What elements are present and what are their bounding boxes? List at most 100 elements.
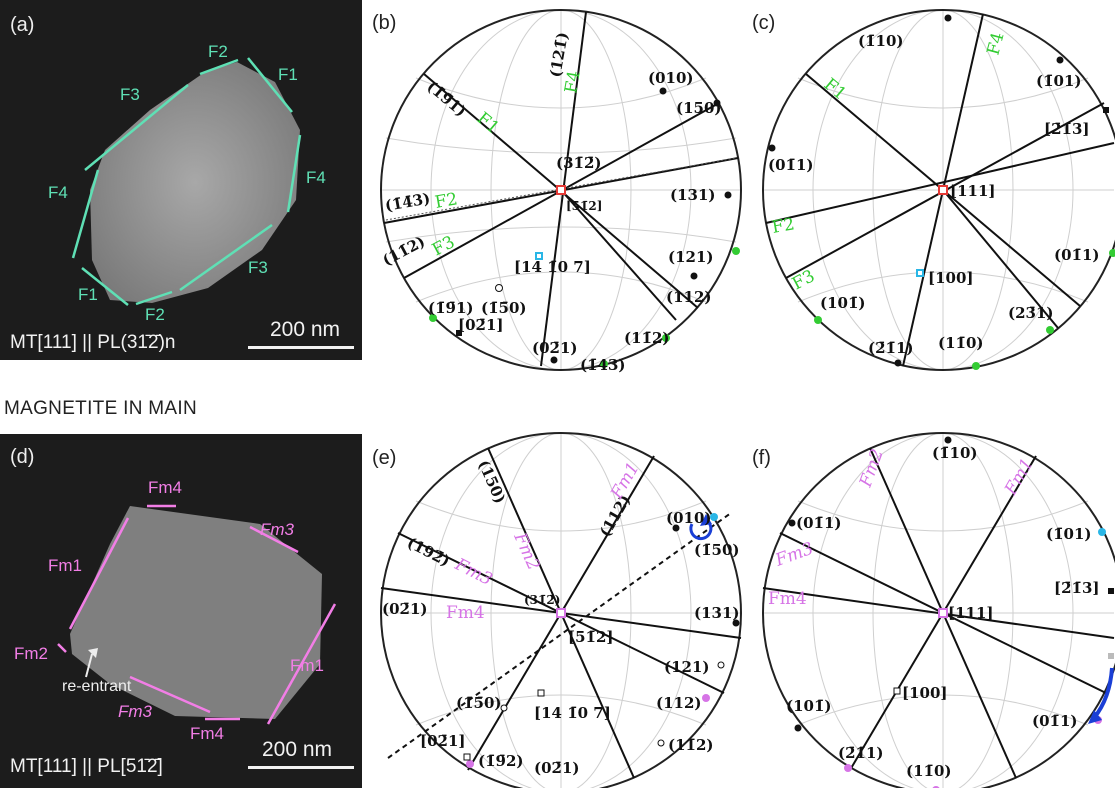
panel-c-stereogram: (1̄10) (1̄01) (01̄1) [2̄1̄3] (01̄1) [111… [762,9,1115,371]
pole-e-150: (1̄50) [694,541,740,559]
facet-c-F1: F1 [820,75,850,105]
panel-d-label: (d) [10,446,35,468]
pole-e-dir-021: [02̄1] [420,732,466,750]
panel-e-label: (e) [372,447,397,469]
facet-label-Fm4-bottom: Fm4 [190,724,224,743]
pole-b-dir-512: [51̄2] [566,199,602,213]
facet-label-Fm1-left: Fm1 [48,556,82,575]
pole-e-11-2: (11̄2) [668,736,714,754]
pole-f-110-bar: (1̄10) [932,444,978,462]
pole-b-010: (010) [648,69,694,87]
pole-f-dir-213: [2̄1̄3] [1054,579,1100,597]
pole-b-191: (1̄9̄1) [428,299,474,317]
pole-e-112: (112) [656,694,702,712]
pole-c-011-right: (01̄1) [1054,246,1100,264]
panel-b-stereogram: (150) (010) (131) (121) (112) (11̄2) (1̄… [379,9,742,374]
facet-label-Fm3-bottom: Fm3 [118,702,152,721]
facet-label-F3-bottom: F3 [248,258,268,277]
panel-a-scale-label: 200 nm [270,318,341,341]
pole-e-192: (1̄9̄2) [478,752,524,770]
facet-b-F2: F2 [433,189,459,213]
pole-c-dir-111: [111] [950,182,996,200]
pole-e-dir-14-10-7: [14 1̄0 7] [534,704,611,722]
pole-e-121: (121) [664,658,710,676]
trace-b-191: (1̄9̄1) [423,77,469,120]
panel-b-label: (b) [372,12,397,34]
pole-c-011-left: (01̄1) [768,156,814,174]
pole-b-150-bar: (1̄5̄0) [481,299,527,317]
re-entrant-annotation: re-entrant [62,678,132,695]
pole-b-150: (150) [676,99,722,117]
facet-c-F2: F2 [770,214,796,238]
pole-c-110: (11̄0) [938,334,984,352]
facet-label-F4-left: F4 [48,183,68,202]
primitive-circle-e [380,432,742,788]
facet-label-Fm3-top: Fm3 [260,520,294,539]
pole-c-101-bar: (101̄) [820,294,866,312]
facet-label-F3-top: F3 [120,85,140,104]
panel-e-stereogram: (010) (1̄50) (131) (121) (112) (11̄2) (1… [380,432,742,788]
pole-f-101: (1̄01) [1046,525,1092,543]
pole-c-231: (23̄1) [1008,304,1054,322]
facet-label-Fm1-right: Fm1 [290,656,324,675]
pole-b-dir-14-10-7: [14 1̄0 7] [514,258,591,276]
poles-b [456,87,732,364]
facet-b-F3: F3 [429,232,458,260]
facet-lines-a [71,57,302,306]
trace-e-150: (150) [474,457,509,506]
trace-e-312: (31̄2̄) [524,593,560,607]
pole-c-211: (2̄1̄1) [868,339,914,357]
primitive-circle-c [762,9,1115,371]
pole-f-101-bar: (101̄) [786,697,832,715]
pole-e-dir-512: [51̄2] [568,628,614,646]
facet-label-F4-right: F4 [306,168,326,187]
primitive-circle-b [380,9,742,371]
pole-e-021: (02̄1) [534,759,580,777]
pole-e-150-bar: (1̄5̄0) [456,694,502,712]
panel-f-stereogram: (1̄10) (01̄1) (1̄01) [2̄1̄3] [111] (101̄… [762,432,1115,788]
pole-f-211: (2̄1̄1) [838,744,884,762]
trace-b-312: (31̄2̄) [556,154,602,172]
facet-e-Fm4: Fm4 [446,603,485,623]
panel-d-caption: MT[111] || PL[51̄2̄] [10,756,163,777]
pole-f-dir-111: [111] [948,604,994,622]
facet-label-F2-top: F2 [208,42,228,61]
green-poles-b [429,247,740,368]
facet-f-Fm3: Fm3 [772,539,816,571]
pole-b-121: (121) [668,248,714,266]
facet-lines-d [57,504,337,725]
facet-label-Fm4-top: Fm4 [148,478,182,497]
trace-b-143: (1̄4̄3) [384,189,432,215]
panel-d-drawing [57,504,337,725]
facet-c-F4: F4 [984,30,1009,57]
pole-c-110-bar: (1̄10) [858,32,904,50]
pole-e-131: (131) [694,604,740,622]
facet-label-Fm2: Fm2 [14,644,48,663]
panel-d-scale-bar [248,766,354,769]
pole-f-dir-100: [100] [902,684,948,702]
pole-b-dir-021: [02̄1] [458,316,504,334]
panel-a-label: (a) [10,14,35,36]
pole-f-110: (11̄0) [906,762,952,780]
section-title: MAGNETITE IN MAIN [4,398,197,419]
pole-c-dir-213: [2̄1̄3] [1044,120,1090,138]
primitive-circle-f [762,432,1115,788]
trace-e-192: (192̄) [404,534,453,571]
facet-e-Fm3: Fm3 [451,554,495,590]
panel-a-caption: MT[111] || PL(31̄2̄)n [10,332,176,353]
facet-b-F1: F1 [473,109,503,139]
pole-b-143: (1̄43) [580,356,626,374]
pole-f-011: (01̄1) [796,514,842,532]
pole-b-11-2: (11̄2) [624,329,670,347]
panel-a-scale-bar [248,346,354,349]
facet-label-F1-top: F1 [278,65,298,84]
panel-f-label: (f) [752,447,771,469]
facet-label-F2-bottom: F2 [145,305,165,324]
trace-e-021: (02̄1) [382,600,428,618]
pole-b-021: (02̄1) [532,339,578,357]
panel-d-scale-label: 200 nm [262,738,333,761]
pole-e-010: (010) [666,509,712,527]
pole-b-112: (112) [666,288,712,306]
pole-c-101: (1̄01) [1036,72,1082,90]
panel-c-label: (c) [752,12,776,34]
